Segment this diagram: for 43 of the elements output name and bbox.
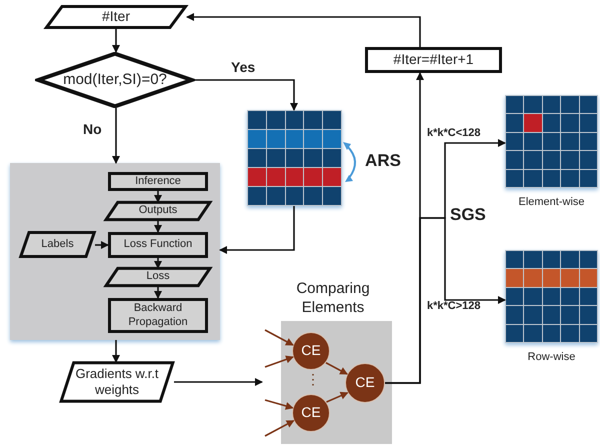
data-parallelogram: Outputs (105, 202, 211, 220)
edge-label: No (82, 122, 103, 136)
ellipsis-dots: ⋮ (306, 372, 320, 386)
arrow (219, 206, 295, 254)
arrow (195, 79, 298, 111)
process-box: #Iter=#Iter+1 (365, 47, 502, 73)
grid-caption: Row-wise (526, 350, 576, 365)
decision-diamond: mod(Iter,SI)=0? (35, 52, 195, 108)
process-box: Backward Propagation (108, 298, 208, 333)
edge-label: Yes (230, 60, 256, 74)
arrow (385, 217, 506, 384)
data-parallelogram: Loss (105, 268, 211, 286)
data-parallelogram: Labels (20, 232, 95, 257)
data-parallelogram: #Iter (45, 6, 187, 28)
arrow (186, 13, 421, 47)
grid-caption: Element-wise (517, 195, 586, 210)
process-box: Inference (108, 172, 208, 191)
data-parallelogram: Gradients w.r.t weights (60, 362, 174, 402)
arrow (154, 258, 162, 269)
process-box: Loss Function (108, 232, 208, 258)
input-arrow (264, 399, 294, 410)
arrow (174, 378, 263, 386)
arrow (112, 28, 120, 53)
matrix-grid (505, 95, 598, 188)
input-arrow (326, 362, 348, 375)
operation-label: ARS (364, 150, 402, 172)
arrow (154, 220, 162, 233)
matrix-grid (247, 110, 342, 206)
input-arrow (264, 329, 294, 346)
matrix-grid (505, 250, 598, 343)
input-arrow (326, 392, 348, 403)
group-title: Comparing Elements (295, 280, 371, 318)
operation-label: SGS (450, 206, 486, 223)
arrow (112, 340, 120, 363)
input-arrow (264, 420, 295, 437)
arrow (154, 286, 162, 299)
training-panel (10, 163, 220, 340)
edge-label: k*k*C<128 (426, 128, 482, 139)
arrow (154, 191, 162, 203)
edge-label: k*k*C>128 (426, 301, 482, 312)
input-arrow (264, 356, 294, 368)
arrow (95, 241, 109, 249)
arrow (112, 108, 120, 164)
